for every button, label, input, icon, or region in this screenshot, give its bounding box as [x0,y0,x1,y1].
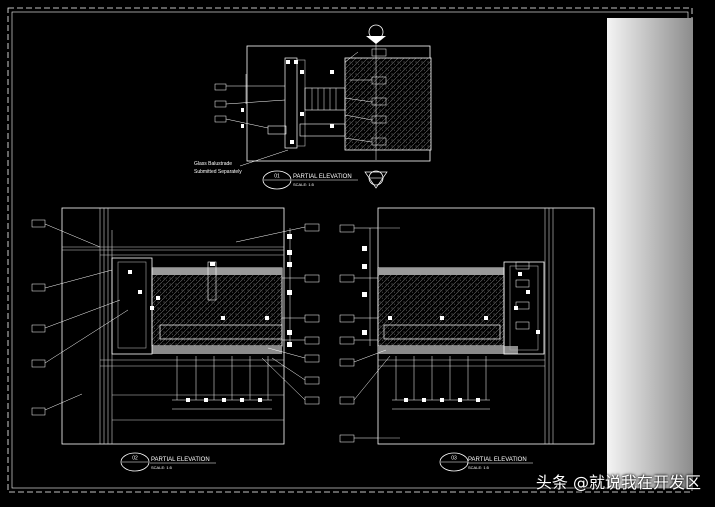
detail-01-wall [344,57,432,151]
detail-03-number: 03 [451,456,457,462]
detail-01-scale: SCALE: 1:5 [293,182,315,187]
detail-01-number: 01 [274,174,280,180]
detail-02-title: 02 PARTIAL ELEVATION SCALE: 1:5 [120,452,216,472]
detail-02-wall [151,267,283,347]
title-block-strip [607,18,693,488]
detail-03-wall [377,267,505,347]
detail-03-heading: PARTIAL ELEVATION [468,457,527,463]
detail-01-title: 01 PARTIAL ELEVATION SCALE: 1:5 [262,170,358,190]
detail-03: 03 PARTIAL ELEVATION SCALE: 1:5 [339,207,595,472]
detail-02-scale: SCALE: 1:5 [151,465,173,470]
sheet-outer-border [7,7,693,493]
detail-02: 02 PARTIAL ELEVATION SCALE: 1:5 [31,207,320,472]
detail-02-number: 02 [132,456,138,462]
watermark: 头条 @就说我在开发区 [535,473,701,492]
note-line-2: Submitted Separately [194,169,242,175]
note-line-1: Glass Balustrade [194,161,232,167]
detail-01: Glass Balustrade Submitted Separately 01… [194,24,432,190]
section-marker-right [364,170,388,189]
detail-02-heading: PARTIAL ELEVATION [151,457,210,463]
detail-02-frame [61,207,285,445]
detail-03-title: 03 PARTIAL ELEVATION SCALE: 1:5 [439,452,533,472]
section-marker-top [366,24,386,44]
detail-03-scale: SCALE: 1:5 [468,465,490,470]
detail-01-tags [214,48,387,146]
detail-01-heading: PARTIAL ELEVATION [293,174,352,180]
